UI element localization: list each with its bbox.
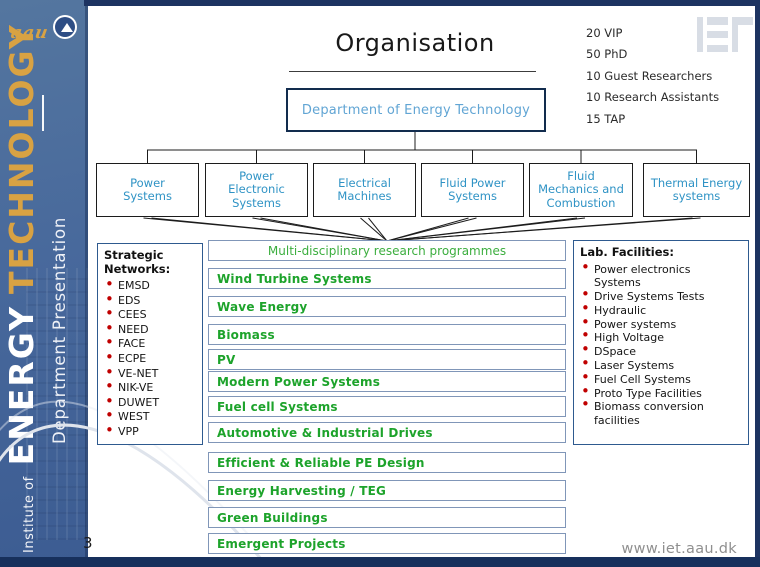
org-unit-electrical-machines: Electrical Machines bbox=[313, 163, 416, 217]
lab-facilities-title: Lab. Facilities: bbox=[580, 245, 674, 259]
list-item: Laser Systems bbox=[580, 357, 744, 373]
research-programmes-header: Multi-disciplinary research programmes bbox=[208, 240, 566, 261]
list-item: Drive Systems Tests bbox=[580, 288, 744, 304]
title-underline bbox=[289, 71, 536, 72]
org-unit-power-electronic-systems: Power Electronic Systems bbox=[205, 163, 308, 217]
list-item: WEST bbox=[104, 408, 198, 425]
iet-watermark-icon bbox=[697, 17, 753, 52]
list-item: Proto Type Facilities bbox=[580, 385, 744, 401]
lab-facilities-list: Power electronics Systems Drive Systems … bbox=[580, 261, 744, 429]
list-item: CEES bbox=[104, 306, 198, 323]
programme-row: PV bbox=[208, 349, 566, 370]
sidebar-separator-line bbox=[42, 95, 44, 131]
sidebar-edge bbox=[85, 0, 88, 567]
list-item: DSpace bbox=[580, 343, 744, 359]
org-unit-fluid-mechanics-combustion: Fluid Mechanics and Combustion bbox=[529, 163, 633, 217]
programme-row: Wave Energy bbox=[208, 296, 566, 317]
programme-row: Wind Turbine Systems bbox=[208, 268, 566, 289]
stat-line: 10 Guest Researchers bbox=[586, 68, 713, 83]
list-item: DUWET bbox=[104, 394, 198, 411]
iet-letter-e bbox=[707, 17, 728, 52]
list-item: Biomass conversion facilities bbox=[580, 398, 744, 428]
list-item: Power systems bbox=[580, 316, 744, 332]
frame-right bbox=[755, 0, 760, 567]
programme-row: Modern Power Systems bbox=[208, 371, 566, 392]
website-url: www.iet.aau.dk bbox=[621, 541, 737, 557]
page-title: Organisation bbox=[335, 29, 495, 57]
org-unit-power-systems: Power Systems bbox=[96, 163, 199, 217]
programme-row: Green Buildings bbox=[208, 507, 566, 528]
list-item: ECPE bbox=[104, 350, 198, 367]
list-item: Power electronics Systems bbox=[580, 261, 744, 291]
strategic-networks-list: EMSD EDS CEES NEED FACE ECPE VE-NET NIK-… bbox=[104, 277, 198, 440]
programme-row: Energy Harvesting / TEG bbox=[208, 480, 566, 501]
programme-row: Fuel cell Systems bbox=[208, 396, 566, 417]
list-item: EDS bbox=[104, 292, 198, 309]
staff-stats: 20 VIP 50 PhD 10 Guest Researchers 10 Re… bbox=[586, 23, 719, 130]
strategic-networks-panel: Strategic Networks: EMSD EDS CEES NEED F… bbox=[97, 243, 203, 445]
list-item: FACE bbox=[104, 335, 198, 352]
page-number: 3 bbox=[83, 534, 93, 552]
org-unit-fluid-power-systems: Fluid Power Systems bbox=[421, 163, 524, 217]
stat-line: 50 PhD bbox=[586, 47, 628, 62]
programme-row: Emergent Projects bbox=[208, 533, 566, 554]
list-item: NIK-VE bbox=[104, 379, 198, 396]
list-item: Hydraulic bbox=[580, 302, 744, 318]
stat-line: 15 TAP bbox=[586, 111, 626, 126]
programme-row: Efficient & Reliable PE Design bbox=[208, 452, 566, 473]
iet-letter-i bbox=[697, 17, 703, 52]
stat-line: 20 VIP bbox=[586, 26, 623, 40]
programme-row: Automotive & Industrial Drives bbox=[208, 422, 566, 443]
aau-seal-disc bbox=[55, 17, 75, 37]
strategic-networks-title: Strategic Networks: bbox=[104, 248, 171, 276]
list-item: NEED bbox=[104, 321, 198, 338]
aau-seal-icon bbox=[53, 15, 77, 39]
list-item: EMSD bbox=[104, 277, 198, 294]
org-unit-thermal-energy-systems: Thermal Energy systems bbox=[643, 163, 750, 217]
frame-top bbox=[84, 0, 760, 6]
lab-facilities-panel: Lab. Facilities: Power electronics Syste… bbox=[573, 240, 749, 445]
iet-letter-t bbox=[732, 17, 753, 52]
frame-bottom bbox=[0, 557, 760, 567]
stat-line: 10 Research Assistants bbox=[586, 90, 720, 105]
aau-seal-glyph bbox=[61, 23, 73, 32]
list-item: High Voltage bbox=[580, 330, 744, 345]
programme-row: Biomass bbox=[208, 324, 566, 345]
org-root-box: Department of Energy Technology bbox=[286, 88, 546, 132]
list-item: VE-NET bbox=[104, 365, 198, 382]
list-item: VPP bbox=[104, 423, 198, 440]
list-item: Fuel Cell Systems bbox=[580, 371, 744, 387]
